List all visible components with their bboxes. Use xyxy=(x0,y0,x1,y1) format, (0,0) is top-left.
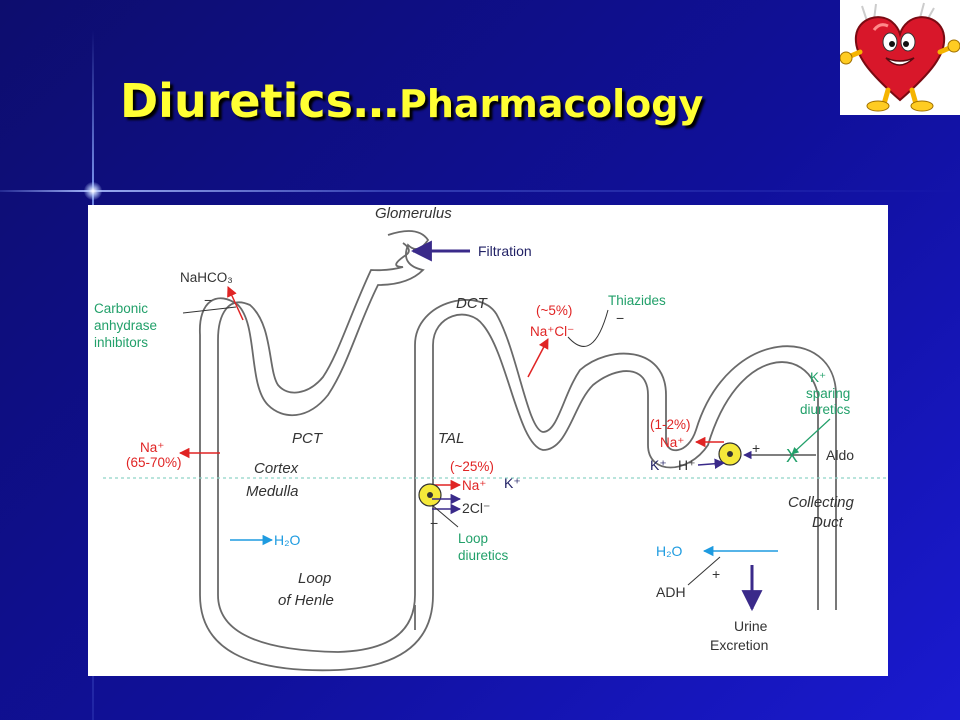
aldo-label: Aldo xyxy=(826,447,854,463)
title-sub: Pharmacology xyxy=(399,82,704,126)
nahco3-arrow xyxy=(227,286,244,321)
cd-percent: (1-2%) xyxy=(650,417,691,432)
adh-label: ADH xyxy=(656,584,686,600)
slide-title: Diuretics…Pharmacology xyxy=(120,78,703,124)
collecting-label-2: Duct xyxy=(812,514,844,531)
x-mark: X xyxy=(786,446,798,466)
nephron-diagram-svg: Glomerulus Filtration NaHCO₃ Carbonic an… xyxy=(94,205,888,672)
urine-label-2: Excretion xyxy=(710,637,768,653)
cd-kh-arrow xyxy=(697,458,726,469)
tal-percent: (~25%) xyxy=(450,459,494,474)
na-pct-label: Na⁺ xyxy=(140,440,164,455)
nahco3-label: NaHCO₃ xyxy=(180,270,233,285)
adh-plus: + xyxy=(712,566,720,582)
filtration-label: Filtration xyxy=(478,243,532,259)
nkcc-transporter-core xyxy=(427,492,433,498)
nephron-tubule xyxy=(199,230,837,672)
cd-h-label: H⁺ xyxy=(678,457,696,473)
loop-label-1: Loop xyxy=(298,570,331,587)
nephron-diuretics-diagram: Glomerulus Filtration NaHCO₃ Carbonic an… xyxy=(88,205,888,676)
thiazides-label: Thiazides xyxy=(608,293,666,308)
cd-plus: + xyxy=(752,440,760,456)
carbonic-label-2: anhydrase xyxy=(94,318,157,333)
cd-k-label: K⁺ xyxy=(650,457,667,473)
title-main: Diuretics… xyxy=(120,74,399,128)
carbonic-label-3: inhibitors xyxy=(94,335,148,350)
adh-pointer xyxy=(687,556,721,586)
loop-diuretics-label-2: diuretics xyxy=(458,548,509,563)
na-pct-percent: (65-70%) xyxy=(126,455,182,470)
cortex-label: Cortex xyxy=(254,460,299,477)
dct-label: DCT xyxy=(456,295,489,312)
pct-label: PCT xyxy=(292,430,324,447)
medulla-label: Medulla xyxy=(246,483,299,500)
tal-k-label: K⁺ xyxy=(504,475,521,491)
carbonic-label-1: Carbonic xyxy=(94,301,148,316)
tal-2cl-label: 2Cl⁻ xyxy=(462,500,490,516)
enac-transporter-core xyxy=(727,451,733,457)
k-sparing-label-3: diuretics xyxy=(800,402,851,417)
cd-na-label: Na⁺ xyxy=(660,435,684,450)
k-sparing-label-2: sparing xyxy=(806,386,850,401)
heart-mascot-logo xyxy=(840,0,960,115)
thiazide-minus: − xyxy=(616,310,624,326)
carbonic-pointer xyxy=(182,306,237,314)
nacl-arrow xyxy=(527,338,549,378)
nacl-label: Na⁺Cl⁻ xyxy=(530,324,574,339)
loop-diuretic-pointer xyxy=(431,504,459,528)
glomerulus-label: Glomerulus xyxy=(375,205,452,222)
k-sparing-pointer xyxy=(791,418,831,455)
k-sparing-label-1: K⁺ xyxy=(810,370,826,385)
loop-minus: − xyxy=(430,515,438,531)
tal-label: TAL xyxy=(438,430,464,447)
h2o-cd-label: H₂O xyxy=(656,543,683,559)
dct-percent: (~5%) xyxy=(536,303,572,318)
thiazide-pointer xyxy=(567,309,609,347)
decorative-horizontal-line xyxy=(0,190,960,192)
loop-diuretics-label-1: Loop xyxy=(458,531,488,546)
urine-label-1: Urine xyxy=(734,618,768,634)
loop-label-2: of Henle xyxy=(278,592,334,609)
carbonic-minus: − xyxy=(204,292,212,308)
decorative-light-flare xyxy=(84,182,102,200)
h2o-loop-label: H₂O xyxy=(274,532,301,548)
tal-na-label: Na⁺ xyxy=(462,478,486,493)
heart-mascot-icon xyxy=(840,2,960,112)
collecting-label-1: Collecting xyxy=(788,494,855,511)
